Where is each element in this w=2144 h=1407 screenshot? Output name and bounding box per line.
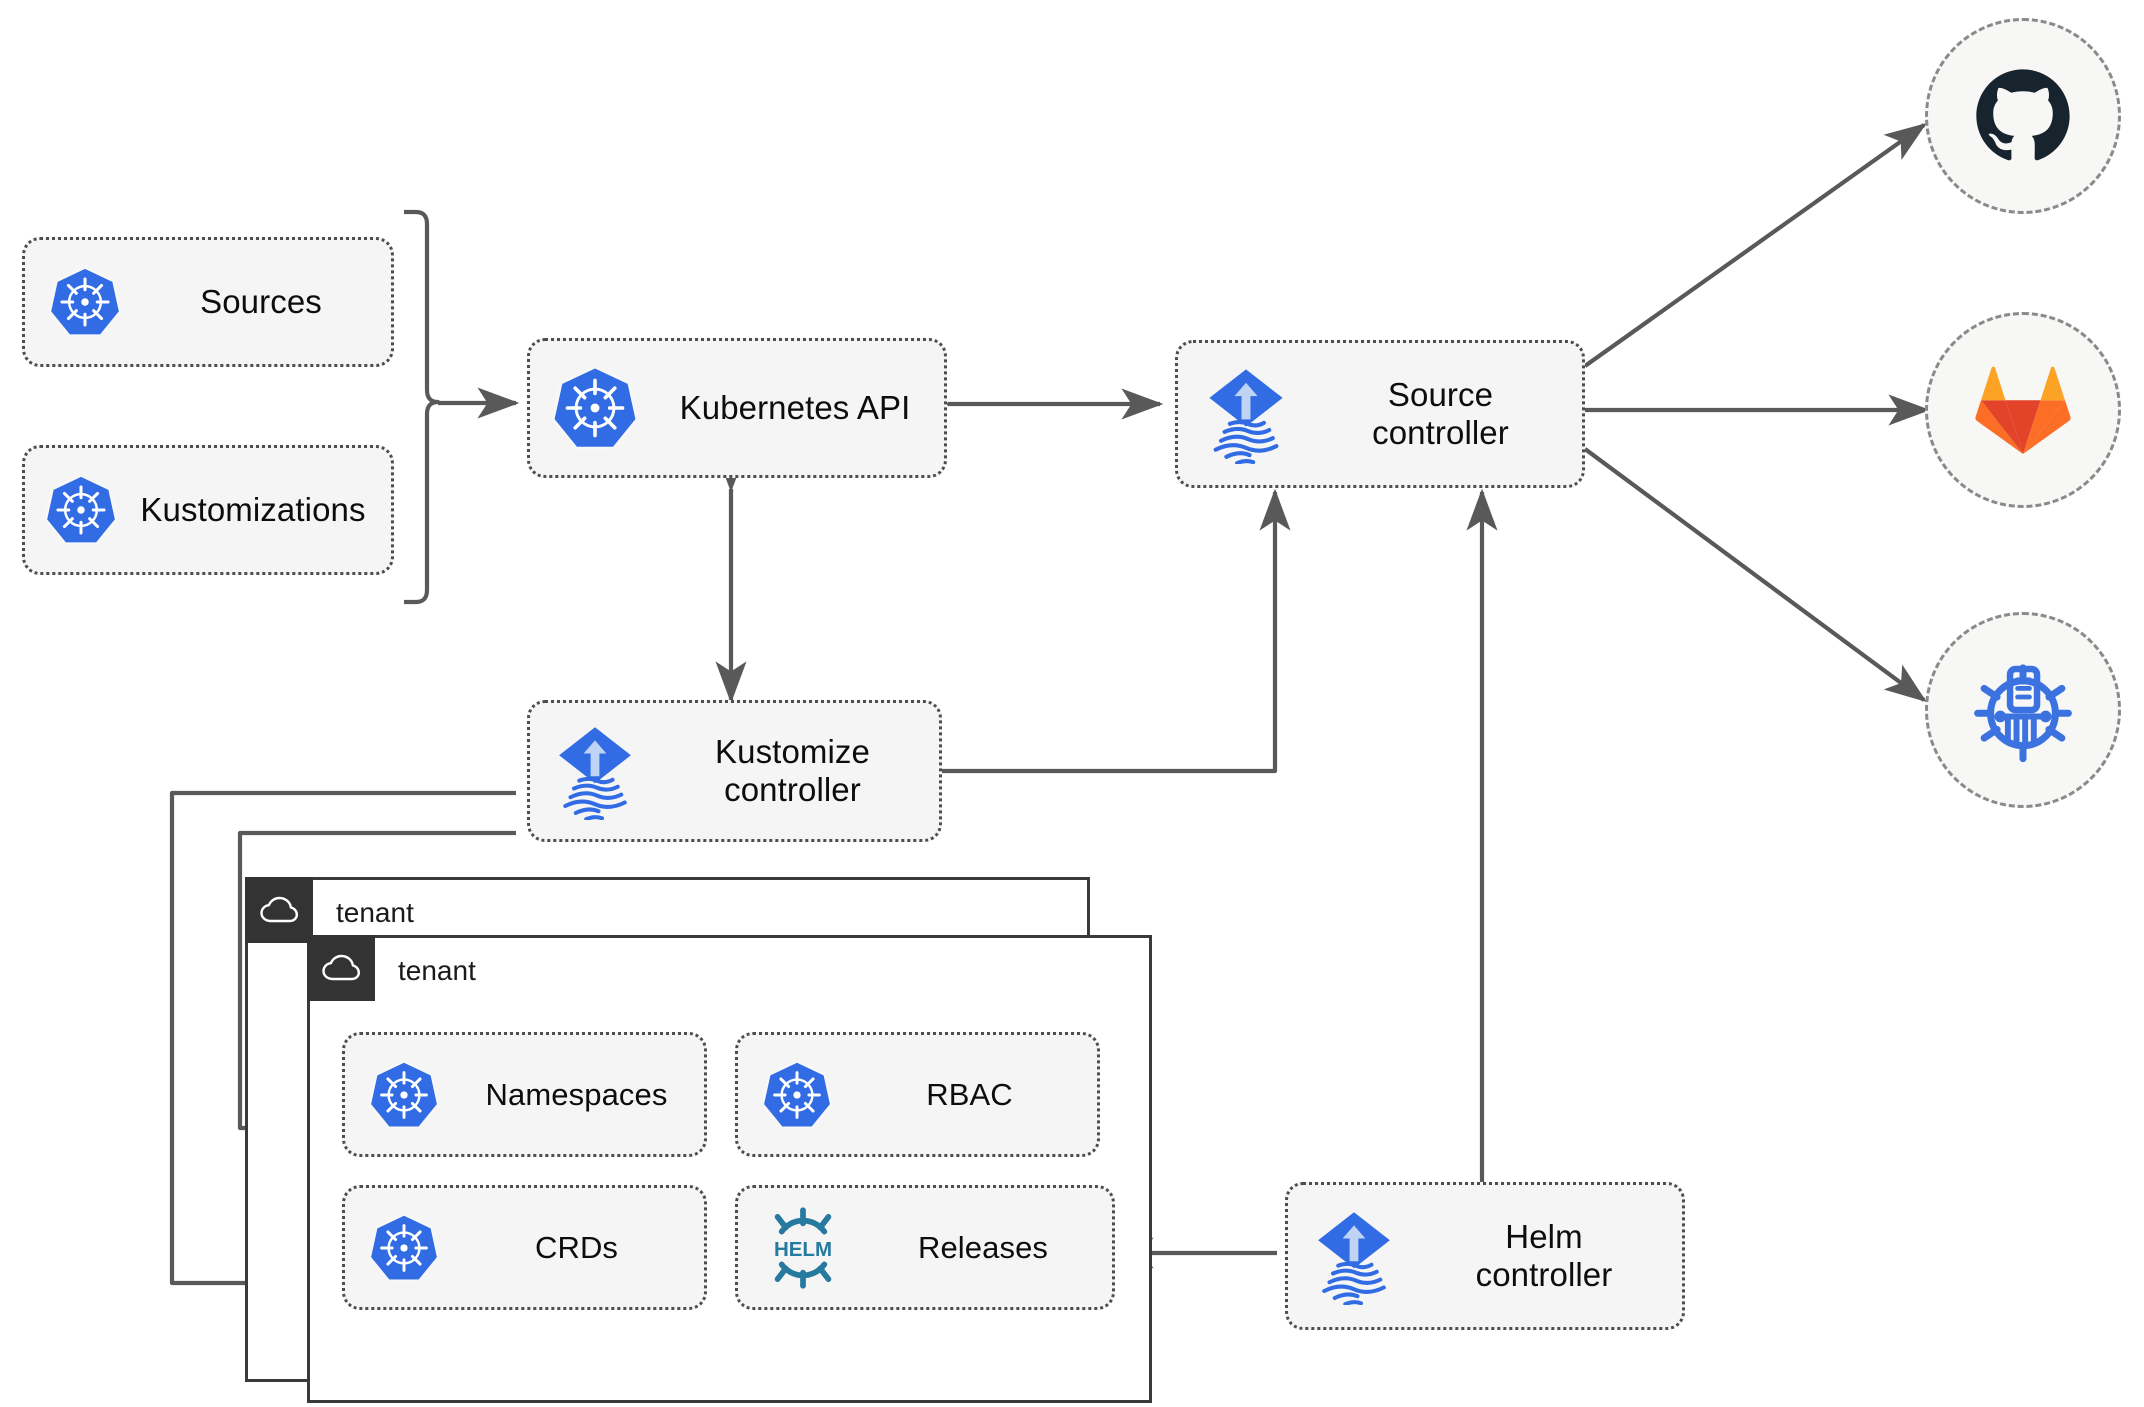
github-icon <box>1976 69 2070 161</box>
edge-source-to-github <box>1583 123 1927 368</box>
kubernetes-icon <box>738 1060 856 1130</box>
helm-icon: HELM <box>738 1206 868 1289</box>
node-label: Helm controller <box>1475 1217 1613 1293</box>
node-releases[interactable]: HELM Releases <box>735 1185 1115 1310</box>
cloud-icon <box>245 877 313 943</box>
node-kustomizations[interactable]: Kustomizations <box>22 445 394 575</box>
node-label: CRDs <box>534 1229 619 1265</box>
gitlab-icon <box>1975 366 2071 454</box>
svg-text:HELM: HELM <box>774 1238 832 1261</box>
provider-container-registry[interactable] <box>1925 612 2121 808</box>
tenant-label: tenant <box>398 955 476 986</box>
node-source-controller[interactable]: Source controller <box>1175 340 1585 488</box>
tenant-container-front[interactable]: tenant <box>307 935 1152 1403</box>
node-kustomize-controller[interactable]: Kustomize controller <box>527 700 942 842</box>
node-label: Kubernetes API <box>679 388 911 426</box>
group-bracket <box>404 209 441 605</box>
node-label: RBAC <box>926 1076 1013 1112</box>
node-namespaces[interactable]: Namespaces <box>342 1032 707 1157</box>
node-helm-controller[interactable]: Helm controller <box>1285 1182 1685 1330</box>
edge-kustomize-to-tenant-back <box>169 790 516 1299</box>
kubernetes-icon <box>345 1213 463 1283</box>
edge-source-to-registry <box>1583 447 1927 702</box>
node-label: Namespaces <box>485 1076 668 1112</box>
tenant-label: tenant <box>336 897 414 928</box>
flux-icon <box>1178 364 1313 464</box>
node-crds[interactable]: CRDs <box>342 1185 707 1310</box>
flux-icon <box>530 722 660 820</box>
flux-icon <box>1288 1207 1420 1305</box>
node-label: Releases <box>917 1229 1049 1265</box>
kubernetes-icon <box>345 1060 463 1130</box>
node-kubernetes-api[interactable]: Kubernetes API <box>527 338 947 478</box>
container-registry-icon <box>1974 664 2072 763</box>
provider-gitlab[interactable] <box>1925 312 2121 508</box>
node-sources[interactable]: Sources <box>22 237 394 367</box>
node-label: Kustomizations <box>140 490 366 528</box>
provider-github[interactable] <box>1925 18 2121 214</box>
kubernetes-icon <box>25 266 145 338</box>
edge-kustomize-to-source <box>940 488 1291 774</box>
kubernetes-icon <box>530 365 660 451</box>
node-rbac[interactable]: RBAC <box>735 1032 1100 1157</box>
node-label: Kustomize controller <box>715 732 870 808</box>
kubernetes-icon <box>25 474 137 546</box>
cloud-icon <box>307 935 375 1001</box>
node-label: Sources <box>200 282 322 320</box>
node-label: Source controller <box>1372 375 1509 451</box>
